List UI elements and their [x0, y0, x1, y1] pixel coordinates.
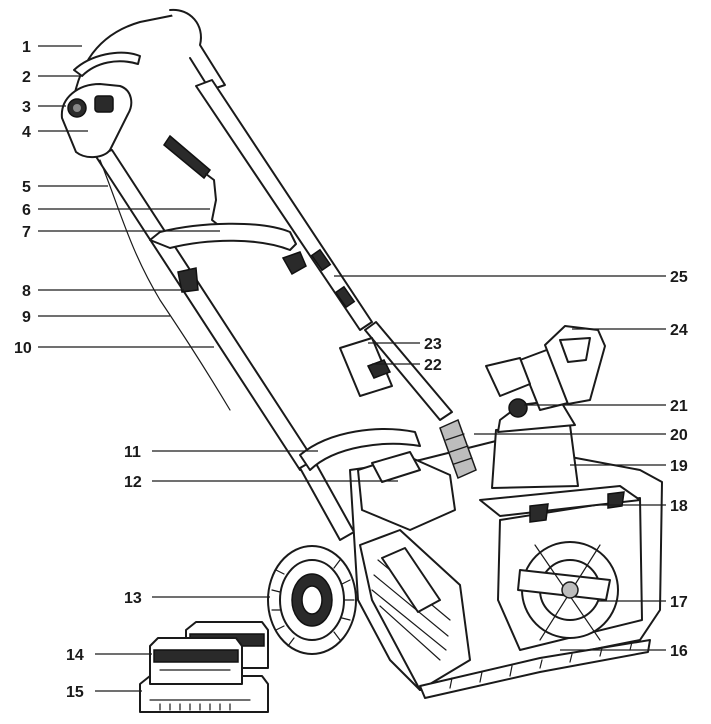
callout-17: 17 [670, 594, 688, 611]
callout-11: 11 [124, 444, 141, 461]
callout-25: 25 [670, 269, 688, 286]
callout-13: 13 [124, 590, 142, 607]
battery-and-charger [139, 621, 269, 713]
callout-23: 23 [424, 336, 442, 353]
callout-7: 7 [22, 224, 31, 241]
callout-9: 9 [22, 309, 31, 326]
callout-22: 22 [424, 357, 442, 374]
callout-16: 16 [670, 643, 688, 660]
handle-assembly [60, 8, 453, 541]
callout-3: 3 [22, 99, 31, 116]
auger-housing [299, 428, 663, 699]
callout-19: 19 [670, 458, 688, 475]
callout-2: 2 [22, 69, 31, 86]
callout-8: 8 [22, 283, 31, 300]
callout-1: 1 [22, 39, 31, 56]
callout-5: 5 [22, 179, 31, 196]
discharge-chute [439, 325, 606, 489]
callout-18: 18 [670, 498, 688, 515]
callout-20: 20 [670, 427, 688, 444]
callout-labels: 1 2 3 4 5 6 7 8 9 10 11 12 13 14 15 16 1… [14, 39, 688, 701]
callout-6: 6 [22, 202, 31, 219]
callout-21: 21 [670, 398, 688, 415]
callout-4: 4 [22, 124, 31, 141]
callout-15: 15 [66, 684, 84, 701]
callout-24: 24 [670, 322, 688, 339]
callout-12: 12 [124, 474, 142, 491]
callout-14: 14 [66, 647, 84, 664]
wheel [267, 545, 357, 655]
callout-10: 10 [14, 340, 32, 357]
leader-lines [38, 45, 666, 692]
